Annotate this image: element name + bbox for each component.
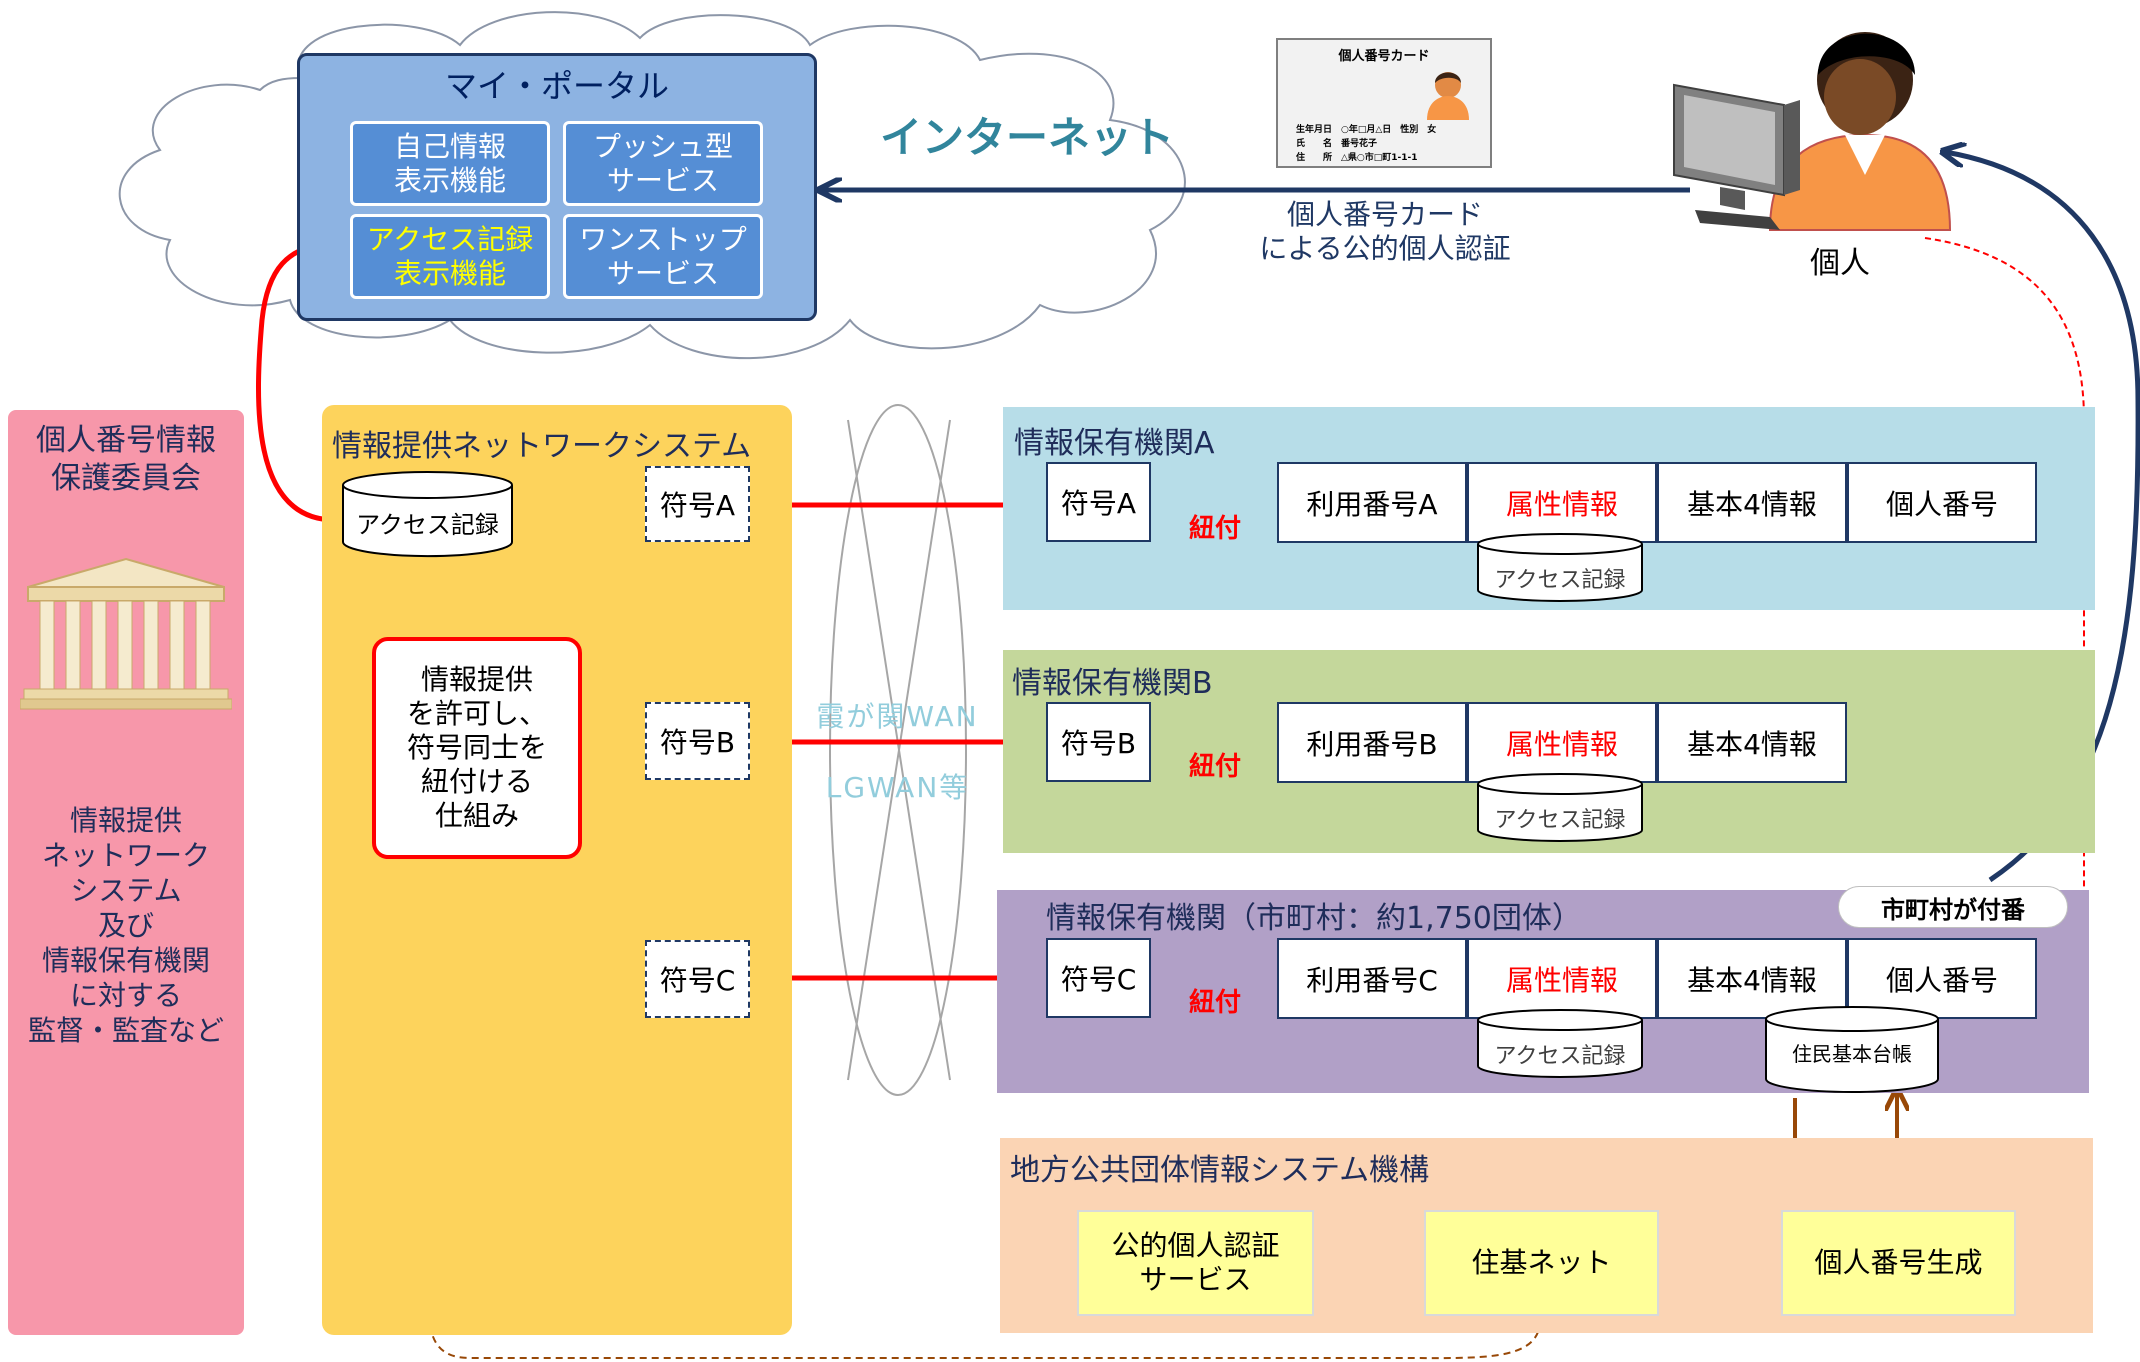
- jlis-public-auth-service: 公的個人認証 サービス: [1077, 1210, 1314, 1316]
- jlis-jukinet: 住基ネット: [1424, 1210, 1659, 1316]
- mechanism-box: 情報提供 を許可し、 符号同士を 紐付ける 仕組み: [372, 637, 582, 859]
- my-portal-panel: マイ・ポータル 自己情報 表示機能 プッシュ型 サービス アクセス記録 表示機能…: [297, 53, 817, 321]
- org-a-link-label: 紐付: [1188, 513, 1241, 544]
- person-label: 個人: [1810, 246, 1870, 281]
- org-b-use-number: 利用番号B: [1277, 702, 1467, 783]
- building-icon: [20, 557, 232, 710]
- org-c-link-label: 紐付: [1188, 987, 1241, 1018]
- org-a-my-number: 個人番号: [1847, 462, 2037, 543]
- person-at-computer-icon: [1673, 32, 1952, 231]
- org-c-access-log-db: [1477, 1009, 1643, 1078]
- org-b-access-log-db: [1477, 773, 1643, 842]
- committee-panel: 個人番号情報 保護委員会 情報提供 ネットワーク システム 及び 情報保有機関 …: [8, 410, 244, 1335]
- org-b-title: 情報保有機関B: [1012, 666, 1213, 701]
- portal-access-log-button[interactable]: アクセス記録 表示機能: [350, 214, 550, 299]
- committee-description: 情報提供 ネットワーク システム 及び 情報保有機関 に対する 監督・監査など: [27, 803, 224, 1047]
- portal-one-stop-button[interactable]: ワンストップ サービス: [563, 214, 763, 299]
- org-a-code: 符号A: [1046, 462, 1151, 542]
- org-c-attribute-info: 属性情報: [1467, 938, 1657, 1019]
- org-b-link-label: 紐付: [1188, 751, 1241, 782]
- wan-label-1: 霞が関WAN: [816, 700, 979, 733]
- my-number-card: 個人番号カード 生年月日 ○年□月△日 性別 女 氏 名 番号花子 住 所 △県…: [1276, 38, 1492, 168]
- org-c-use-number: 利用番号C: [1277, 938, 1467, 1019]
- network-access-log-db: [342, 471, 513, 558]
- org-c-basic4-info: 基本4情報: [1657, 938, 1847, 1019]
- card-line-3: 住 所 △県○市□町1-1-1: [1296, 153, 1418, 163]
- network-system-panel: 情報提供ネットワークシステム: [322, 405, 792, 1335]
- network-system-title: 情報提供ネットワークシステム: [332, 429, 752, 464]
- resident-registry-db: [1765, 1006, 1939, 1093]
- org-a-title: 情報保有機関A: [1014, 426, 1215, 461]
- network-code-c: 符号C: [645, 940, 750, 1018]
- org-c-badge: 市町村が付番: [1838, 886, 2068, 928]
- portal-push-service-button[interactable]: プッシュ型 サービス: [563, 121, 763, 206]
- org-b-code: 符号B: [1046, 702, 1151, 782]
- person-dashed-link: [1924, 237, 2085, 980]
- jukinet-dashed-link: [428, 858, 1541, 1360]
- card-line-2: 氏 名 番号花子: [1296, 139, 1378, 149]
- card-photo-icon: [1427, 72, 1469, 120]
- jlis-number-generation: 個人番号生成: [1781, 1210, 2016, 1316]
- wan-label-2: LGWAN等: [825, 771, 970, 804]
- portal-title: マイ・ポータル: [444, 67, 669, 105]
- org-b-access-log-label: アクセス記録: [1494, 808, 1626, 833]
- org-a-access-log-db: [1477, 533, 1643, 602]
- org-c-my-number: 個人番号: [1847, 938, 2037, 1019]
- network-code-b: 符号B: [645, 702, 750, 780]
- org-c-code: 符号C: [1046, 938, 1151, 1018]
- org-c-access-log-label: アクセス記録: [1494, 1044, 1626, 1069]
- card-title: 個人番号カード: [1338, 48, 1430, 64]
- portal-self-info-button[interactable]: 自己情報 表示機能: [350, 121, 550, 206]
- access-log-to-portal-arrow: [256, 244, 336, 523]
- auth-label: 個人番号カード による公的個人認証: [1259, 198, 1511, 265]
- jlis-title: 地方公共団体情報システム機構: [1010, 1153, 1430, 1188]
- org-a-access-log-label: アクセス記録: [1494, 568, 1626, 593]
- org-a-use-number: 利用番号A: [1277, 462, 1467, 543]
- network-access-log-label: アクセス記録: [356, 510, 499, 539]
- org-a-basic4-info: 基本4情報: [1657, 462, 1847, 543]
- resident-registry-label: 住民基本台帳: [1792, 1041, 1912, 1066]
- internet-label: インターネット: [880, 113, 1175, 162]
- org-b-basic4-info: 基本4情報: [1657, 702, 1847, 783]
- org-c-title: 情報保有機関（市町村：約1,750団体）: [1046, 901, 1582, 936]
- org-a-attribute-info: 属性情報: [1467, 462, 1657, 543]
- card-line-1: 生年月日 ○年□月△日 性別 女: [1296, 125, 1437, 135]
- wan-ellipse: [829, 404, 967, 1096]
- org-b-attribute-info: 属性情報: [1467, 702, 1657, 783]
- committee-title: 個人番号情報 保護委員会: [36, 423, 216, 496]
- network-code-a: 符号A: [645, 466, 750, 542]
